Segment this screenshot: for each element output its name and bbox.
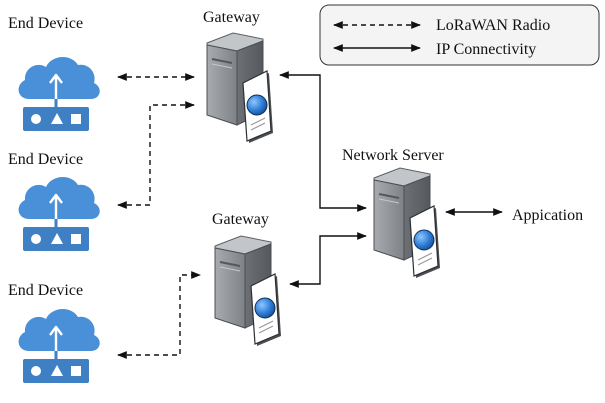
end-device-2-icon <box>17 175 102 253</box>
end-device-3-label: End Device <box>8 282 83 299</box>
ip-link-gw1-server <box>279 71 367 212</box>
legend: LoRaWAN Radio IP Connectivity <box>319 4 600 66</box>
gateway-2-icon <box>214 235 282 347</box>
network-server-label: Network Server <box>342 147 444 164</box>
end-device-3-icon <box>17 307 102 385</box>
gateway-1-label: Gateway <box>203 9 260 26</box>
legend-radio-label: LoRaWAN Radio <box>436 17 550 34</box>
legend-ip-label: IP Connectivity <box>436 41 536 58</box>
gateway-1-icon <box>206 32 274 144</box>
ip-link-gw2-server <box>289 232 367 288</box>
gateway-2-label: Gateway <box>212 211 269 228</box>
application-label: Appication <box>512 207 583 224</box>
end-device-2-label: End Device <box>8 151 83 168</box>
end-device-1-icon <box>17 55 102 133</box>
end-device-1-label: End Device <box>8 15 83 32</box>
radio-link-ed2-gw1 <box>117 101 195 209</box>
radio-link-ed3-gw2 <box>117 271 201 359</box>
network-server-icon <box>373 167 441 279</box>
